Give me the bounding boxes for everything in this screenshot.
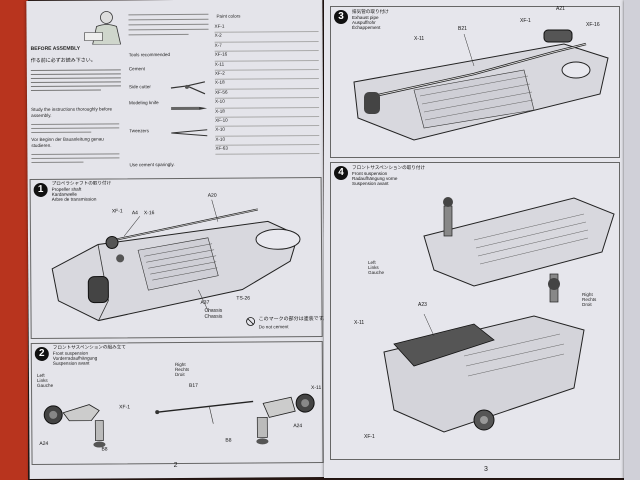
step-3-label: XF-16 <box>586 22 600 28</box>
instruction-page-right: 3 排気管の取り付け Exhaust pipe Auspuffrohr Écha… <box>324 0 624 478</box>
page-number-right: 3 <box>484 466 488 473</box>
step-4-left-de: Links <box>368 265 379 270</box>
step-4-number: 4 <box>334 166 348 180</box>
step-4-label: XF-1 <box>364 434 375 440</box>
step-4-title-jp: フロントサスペンションの取り付け <box>352 165 426 170</box>
step-3-exhaust-drawing <box>353 29 609 141</box>
side-cutter-icon <box>170 81 206 95</box>
step-3-title-de: Auspuffrohr <box>352 20 376 25</box>
step-4-left-en: Left <box>368 260 376 265</box>
step-2-label: A24 <box>39 440 49 447</box>
step-2-suspension-drawing <box>43 393 315 448</box>
step-4-right-de: Rechts <box>582 297 597 302</box>
step-4-right-en: Right <box>582 292 593 297</box>
step-3-title-jp: 排気管の取り付け <box>352 9 389 14</box>
background-table-edge <box>0 0 28 480</box>
step-4-label: X-11 <box>354 320 365 326</box>
step-4-title-en: Front suspension <box>352 171 388 176</box>
step-2-label: B8 <box>225 437 232 444</box>
step-2-label: B8 <box>101 446 108 453</box>
step-3-label: A21 <box>556 6 565 12</box>
next-page-edge <box>624 0 640 480</box>
step-3-box <box>330 6 620 158</box>
tweezers-icon <box>171 129 208 137</box>
step-2-label: X-11 <box>311 384 322 392</box>
step-4-title-de: Radaufhängung vorne <box>352 176 398 181</box>
step-3-label: XF-1 <box>520 18 531 24</box>
step-3-label: X-11 <box>414 36 425 42</box>
step-2-label: XF-1 <box>119 404 131 411</box>
step-2-label: A24 <box>293 423 303 430</box>
instruction-page-left: BEFORE ASSEMBLY 作る前に必ずお読み下さい。 Study the … <box>26 0 328 480</box>
step-2-label: B17 <box>189 382 198 389</box>
step-4-box <box>330 162 620 460</box>
step-4-right-fr: Droit <box>582 302 592 307</box>
step-1-chassis-drawing <box>51 199 301 326</box>
step-3-label: B21 <box>458 26 467 32</box>
assembly-worker-illustration <box>82 8 126 45</box>
modeling-knife-icon <box>171 106 208 111</box>
step-3-number: 3 <box>334 10 348 24</box>
step-4-label: A23 <box>418 302 427 308</box>
step-3-title-en: Exhaust pipe <box>352 15 379 20</box>
page-number-left: 2 <box>173 461 178 470</box>
step-3-title-fr: Échappement <box>352 25 381 30</box>
step-4-left-fr: Gauche <box>368 270 385 275</box>
step-4-title-fr: Suspension avant <box>352 181 389 186</box>
step-4-suspension-drawing <box>383 197 615 433</box>
